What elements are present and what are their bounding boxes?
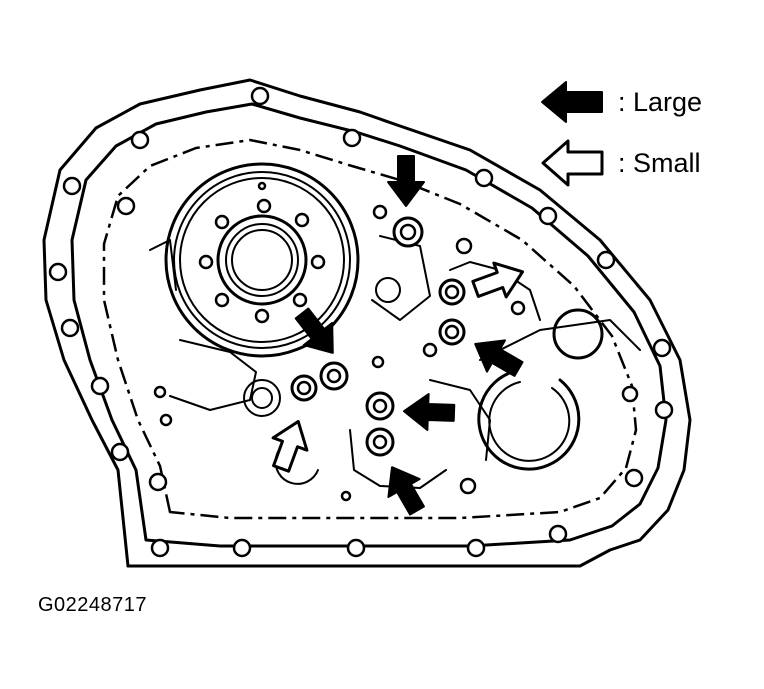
- seal-2: [438, 278, 466, 306]
- seal-6: [365, 391, 395, 421]
- arrow-large-1: [387, 155, 425, 207]
- case-outline: [42, 78, 692, 568]
- large-arrow-legend-icon: [541, 81, 603, 123]
- gasket-dashed-line: [102, 138, 638, 520]
- arrow-large-5: [387, 466, 425, 516]
- o-ring-seals: [290, 216, 466, 457]
- arrow-small-1: [471, 261, 525, 299]
- arrow-large-4: [403, 393, 456, 431]
- seal-5: [319, 361, 349, 391]
- arrow-large-2: [294, 307, 334, 354]
- legend-small-label: : Small: [618, 147, 701, 178]
- arrow-large-3: [474, 339, 524, 377]
- case-flange-inner: [70, 102, 668, 548]
- large-seal-arrows: [294, 155, 524, 516]
- main-bearing-bore: [164, 162, 360, 358]
- small-arrow-legend-icon: [541, 139, 604, 187]
- seal-4: [290, 374, 318, 402]
- legend-small: : Small: [540, 138, 701, 188]
- internal-ribs: [149, 204, 541, 502]
- perimeter-bolt-holes: [48, 86, 674, 558]
- right-shaft-bore: [477, 308, 641, 471]
- seal-7: [365, 427, 395, 457]
- seal-3: [438, 318, 466, 346]
- seal-1: [392, 216, 424, 248]
- small-seal-arrows: [271, 261, 525, 473]
- legend-large-label: : Large: [618, 86, 703, 117]
- legend-large: : Large: [540, 80, 702, 124]
- arrow-small-2: [271, 419, 309, 473]
- figure-code: G02248717: [38, 594, 148, 616]
